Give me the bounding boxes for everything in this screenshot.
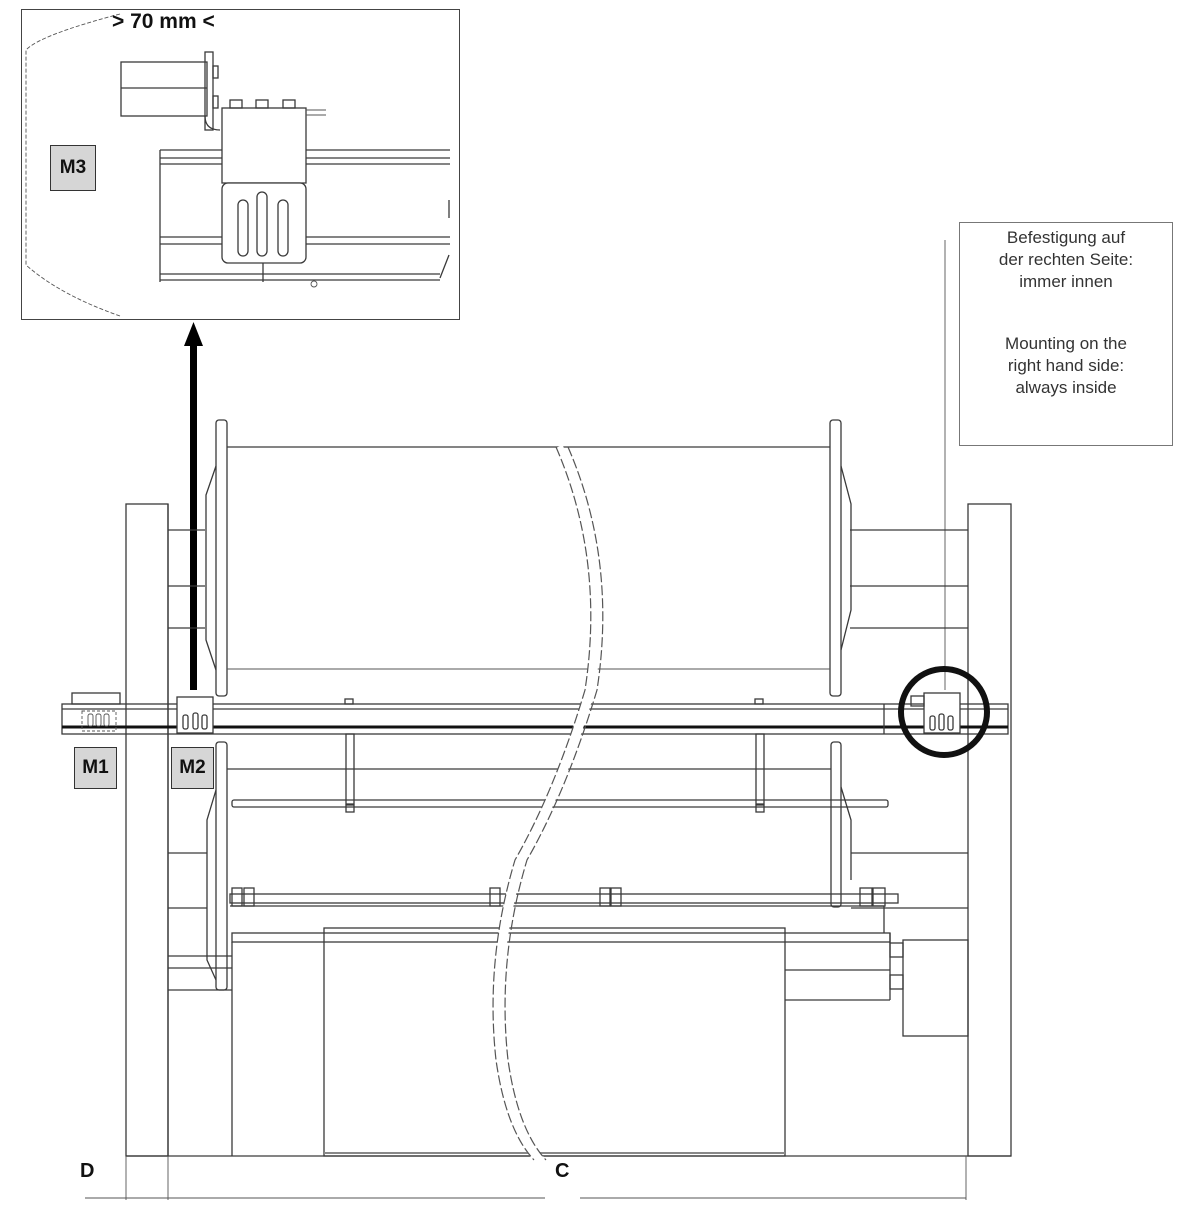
dimension-label-d: D (80, 1160, 95, 1182)
dimension-label-c: C (555, 1160, 570, 1182)
dimension-70mm-label: > 70 mm < (112, 10, 215, 33)
mount-label-m1: M1 (74, 747, 117, 789)
dimension-lines (85, 1156, 967, 1200)
break-line (492, 444, 604, 1164)
mount-label-m2: M2 (171, 747, 214, 789)
lower-assembly (126, 733, 1011, 1157)
note-german-line-1: Befestigung auf (1006, 228, 1126, 247)
side-frames (125, 503, 1012, 1157)
mount-label-m3: M3 (50, 145, 96, 191)
note-english-line-2: right hand side: (1007, 356, 1125, 375)
leader-arrow (184, 322, 203, 690)
note-english-line-3: always inside (1015, 378, 1117, 397)
detail-view-drawing (25, 13, 450, 317)
note-english-line-1: Mounting on the (1005, 334, 1127, 353)
note-german-line-3: immer innen (1019, 272, 1113, 291)
detail-view-frame (21, 9, 460, 320)
note-german-line-2: der rechten Seite: (998, 250, 1134, 269)
main-rail (61, 692, 1009, 735)
upper-roll (205, 419, 852, 697)
highlight-circle (898, 666, 990, 758)
mounting-note-box: Befestigung auf der rechten Seite: immer… (959, 222, 1173, 446)
